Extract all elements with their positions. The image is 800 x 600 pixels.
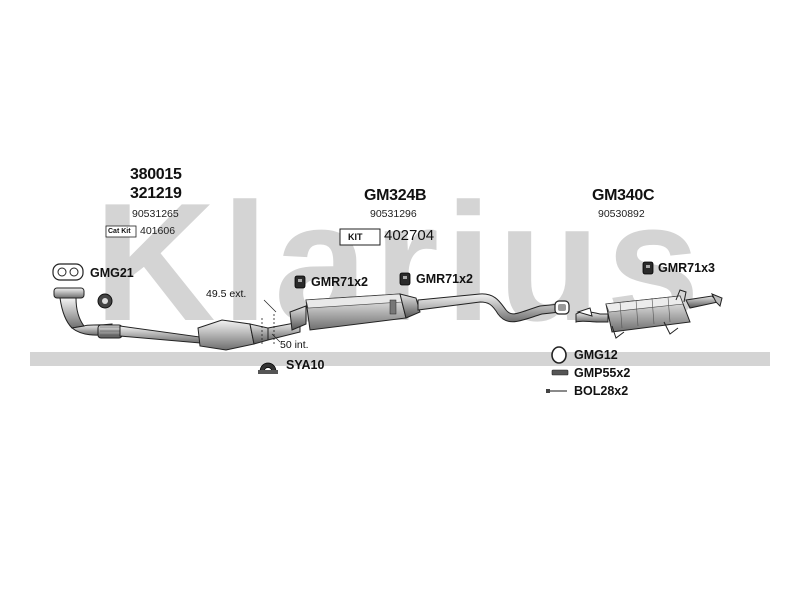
rear-silencer [575,289,723,339]
clamp-sya10-icon [258,362,278,374]
gasket-gmg12-icon [551,346,567,364]
oe-number-rear: 90530892 [598,208,645,220]
part-code-321219: 321219 [130,185,182,202]
label-ext-diameter: 49.5 ext. [206,288,247,300]
catalytic-converter [197,319,269,351]
gasket-gmg21-icon [52,263,84,281]
oe-number-front: 90531265 [132,208,179,220]
label-gmg21: GMG21 [90,266,134,280]
watermark-text: Klarius [94,168,706,356]
part-code-gm340c: GM340C [592,187,655,204]
label-gmr71x3: GMR71x3 [658,261,715,275]
pin-gmp55-icon [551,369,569,376]
rubber-mount-icon-3 [642,261,654,275]
rubber-mount-icon-1 [294,275,306,289]
label-sya10: SYA10 [286,358,325,372]
bolt-bol28-icon [546,389,567,393]
front-pipe [53,287,201,344]
cat-kit-label: Cat Kit [108,228,131,235]
kit-label: KIT [348,232,363,242]
kit-number: 402704 [384,227,435,244]
kit-badge-icon [339,228,381,246]
oe-number-middle: 90531296 [370,208,417,220]
label-int-diameter: 50 int. [280,339,309,351]
cat-kit-badge-icon [105,225,137,238]
part-code-gm324b: GM324B [364,187,427,204]
label-gmg12: GMG12 [574,348,618,362]
spring-clamp-icon [97,293,113,309]
part-code-380015: 380015 [130,166,182,183]
intermediate-pipe [417,293,570,323]
cat-kit-number: 401606 [140,225,176,237]
label-bol28x2: BOL28x2 [574,384,629,398]
watermark-bar [30,352,770,366]
label-gmp55x2: GMP55x2 [574,366,631,380]
rubber-mount-icon-2 [399,272,411,286]
label-gmr71x2-second: GMR71x2 [416,272,473,286]
label-gmr71x2-first: GMR71x2 [311,275,368,289]
centre-silencer [289,293,421,331]
